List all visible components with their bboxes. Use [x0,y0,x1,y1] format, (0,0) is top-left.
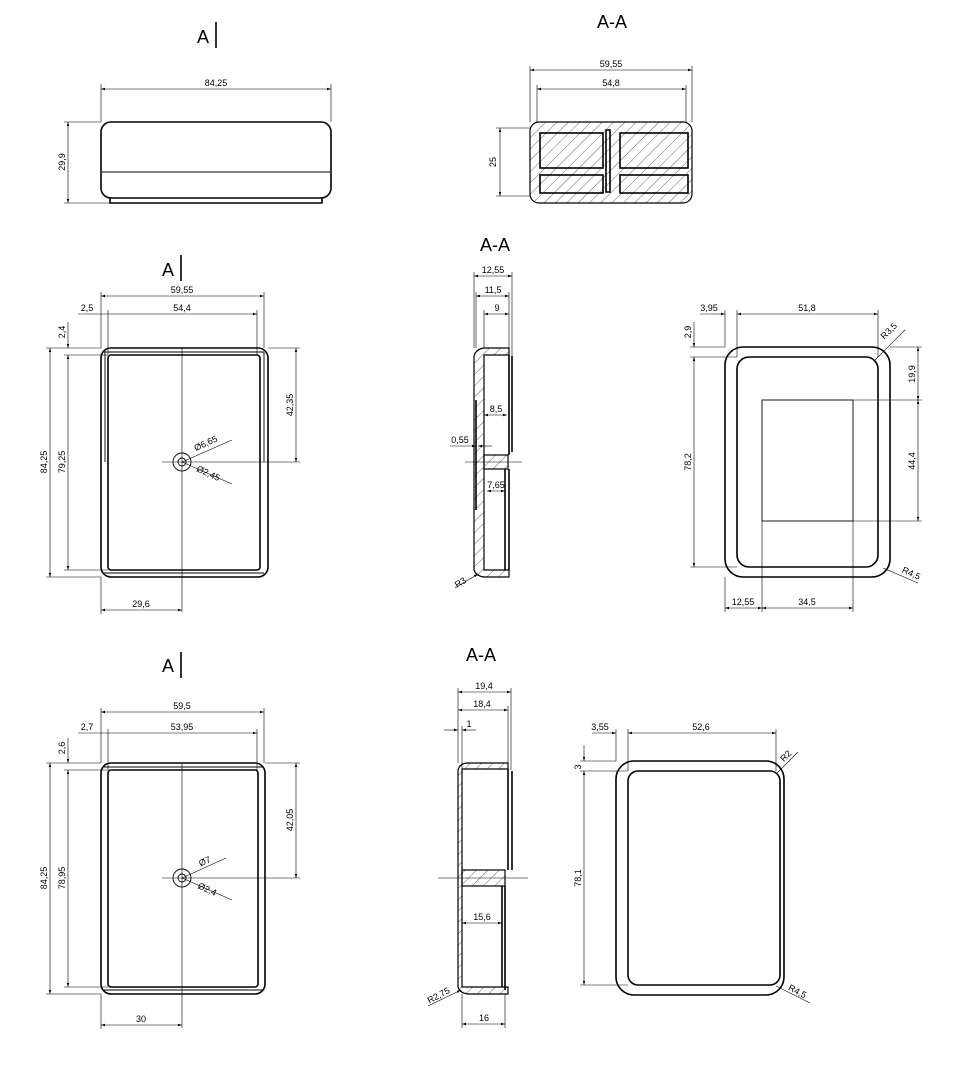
dim-top-edge: 2,6 [57,742,67,755]
dim-win-top: 19,9 [907,365,917,383]
dim-radius-top: R2 [778,748,793,763]
dim-win-width: 34,5 [798,597,816,607]
dim-dia-outer: Ø7 [197,854,212,868]
dim-center-x: 29,6 [132,599,150,609]
dim-width: 51,8 [798,303,816,313]
dim-inner: 54,8 [602,78,620,88]
dim-d3: 1 [466,719,471,729]
middle-back-view: 3,95 51,8 2,9 78,2 R3,5 19,9 44,4 R4,5 1… [683,303,922,612]
middle-section-view: A-A 12,55 11,5 9 8,5 0,55 7,65 R3 [450,235,522,590]
dim-d3: 9 [494,303,499,313]
dim-d4: 15,6 [473,912,491,922]
view-label: A-A [480,235,510,255]
dim-width: 84,25 [205,78,228,88]
dim-top-edge: 2,4 [57,326,67,339]
dim-edge: 2,5 [81,303,94,313]
dim-inner-height: 78,95 [57,867,67,890]
dim-radius: R3 [453,575,468,590]
bottom-front-view: A Ø7 Ø2,4 59,5 2,7 53,95 2,6 84,25 78,95… [39,652,300,1029]
dim-height: 78,1 [573,869,583,887]
middle-front-view: A Ø6,65 Ø2,45 59,55 2,5 54,4 2,4 84,25 7… [39,255,300,614]
view-label: A [162,260,174,280]
view-label: A [162,656,174,676]
dim-radius-top: R3,5 [879,321,900,342]
dim-top-edge: 2,9 [683,326,693,339]
dim-width: 59,55 [171,285,194,295]
dim-width: 52,6 [692,722,710,732]
top-section-view: A-A 59,55 54,8 25 [488,12,693,204]
dim-d1: 19,4 [475,681,493,691]
view-label: A [197,27,209,47]
dim-top-edge: 3 [573,764,583,769]
dim-height: 84,25 [39,867,49,890]
view-label: A-A [466,645,496,665]
dim-dia-inner: Ø2,45 [195,464,221,483]
dim-center-y: 42,05 [285,809,295,832]
dim-d2: 18,4 [473,699,491,709]
dim-center-y: 42,35 [285,394,295,417]
dim-center-x: 30 [136,1014,146,1024]
dim-height: 84,25 [39,451,49,474]
dim-edge: 3,95 [700,303,718,313]
bottom-section-view: A-A 19,4 18,4 1 15,6 R2,75 16 [426,645,528,1028]
dim-d4: 8,5 [490,404,503,414]
dim-win-left: 12,55 [732,597,755,607]
dim-edge: 2,7 [81,722,94,732]
dim-height: 78,2 [683,453,693,471]
dim-dia-outer: Ø6,65 [193,434,219,453]
dim-d2: 11,5 [485,285,502,295]
dim-inner-width: 53,95 [171,722,194,732]
dim-d5: 16 [479,1013,489,1023]
dim-width: 59,5 [173,701,191,711]
dim-radius-bottom: R4,5 [787,982,808,1000]
bottom-back-view: 3,55 52,6 3 78,1 R2 R4,5 [573,722,811,1004]
dim-d1: 12,55 [482,265,505,275]
dim-dia-inner: Ø2,4 [196,881,218,898]
dim-d5: 0,55 [451,435,469,445]
dim-height: 29,9 [57,153,67,171]
dim-edge: 3,55 [591,722,609,732]
dim-inner-width: 54,4 [173,303,191,313]
dim-radius-bottom: R4,5 [901,565,922,582]
dim-radius: R2,75 [426,985,452,1005]
dim-inner-height: 79,25 [57,451,67,474]
dim-outer: 59,55 [600,59,623,69]
view-label: A-A [597,12,627,32]
case-body [100,121,332,199]
dim-height: 25 [488,157,498,167]
top-side-view: A 84,25 29,9 [57,22,332,204]
dim-d6: 7,65 [487,480,505,490]
dim-win-height: 44,4 [907,452,917,470]
